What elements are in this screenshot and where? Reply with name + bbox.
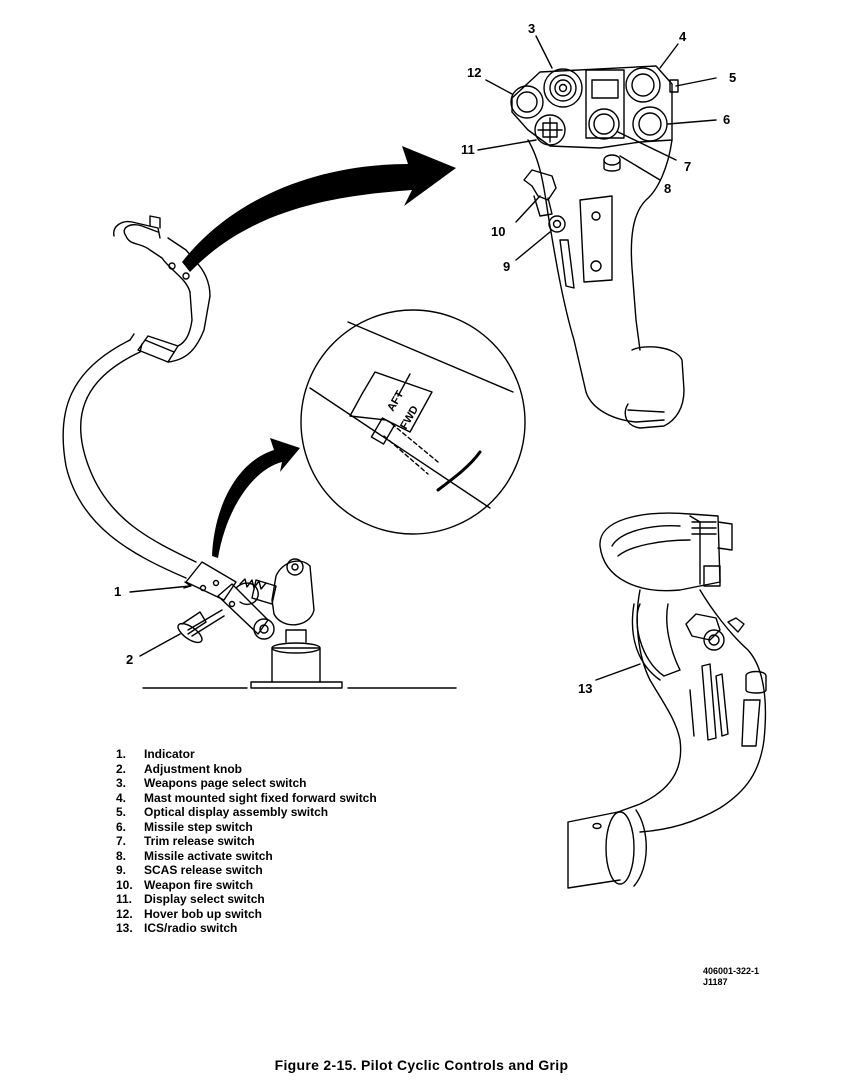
legend-item: 11. Display select switch: [116, 892, 377, 907]
callout-1: 1: [114, 584, 122, 599]
legend-num: 13.: [116, 921, 133, 935]
legend-item: 3. Weapons page select switch: [116, 776, 377, 791]
legend-num: 1.: [116, 747, 127, 761]
legend-num: 5.: [116, 805, 127, 819]
cyclic-stick-assembly: [62, 215, 457, 689]
callout-9: 9: [503, 259, 511, 274]
legend-num: 6.: [116, 819, 127, 834]
grip-side-view: [567, 512, 767, 889]
legend-item: 6. Missile step switch: [116, 820, 377, 835]
legend-text: Weapon fire switch: [144, 877, 254, 892]
legend-item: 5. Optical display assembly switch: [116, 805, 377, 820]
drawing-ref-code: J1187: [703, 977, 728, 987]
legend-num: 7.: [116, 834, 127, 848]
callout-12: 12: [467, 65, 482, 80]
legend-item: 7. Trim release switch: [116, 834, 377, 849]
detail-arrow-indicator: [212, 438, 300, 558]
drawing-ref-number: 406001-322-1: [703, 966, 760, 976]
callout-4: 4: [679, 29, 687, 44]
legend-item: 12. Hover bob up switch: [116, 907, 377, 922]
legend-text: Display select switch: [144, 892, 265, 906]
legend-item: 2. Adjustment knob: [116, 762, 377, 777]
detail-arrow-grip: [182, 146, 456, 272]
callout-10: 10: [491, 224, 506, 239]
indicator-detail: [300, 309, 526, 535]
legend-item: 9. SCAS release switch: [116, 863, 377, 878]
legend-text: Missile activate switch: [144, 848, 273, 863]
legend-text: ICS/radio switch: [144, 921, 238, 935]
legend-text: Missile step switch: [144, 819, 253, 834]
legend-text: Weapons page select switch: [144, 776, 307, 790]
legend-num: 12.: [116, 906, 133, 921]
legend-num: 11.: [116, 892, 133, 906]
legend-item: 13. ICS/radio switch: [116, 921, 377, 936]
legend-num: 4.: [116, 790, 127, 805]
leader-lines: [129, 35, 717, 681]
callout-11: 11: [461, 142, 475, 157]
figure-caption: Figure 2-15. Pilot Cyclic Controls and G…: [274, 1057, 569, 1073]
aft-label: AFT: [385, 389, 406, 414]
legend-item: 1. Indicator: [116, 747, 377, 762]
callout-2: 2: [126, 652, 134, 667]
grip-top-view: [510, 65, 685, 429]
legend-num: 2.: [116, 761, 127, 776]
callout-3: 3: [528, 21, 536, 36]
legend-text: Indicator: [144, 747, 195, 761]
legend-text: Optical display assembly switch: [144, 805, 329, 819]
legend-item: 10. Weapon fire switch: [116, 878, 377, 893]
legend-list: 1. Indicator 2. Adjustment knob 3. Weapons …: [116, 747, 377, 936]
legend-num: 9.: [116, 863, 127, 877]
legend-text: Mast mounted sight fixed forward switch: [144, 790, 377, 805]
legend-text: Hover bob up switch: [144, 906, 263, 921]
legend-num: 8.: [116, 848, 127, 863]
legend-item: 4. Mast mounted sight fixed forward switc…: [116, 791, 377, 806]
legend-num: 3.: [116, 776, 127, 790]
legend-text: SCAS release switch: [144, 863, 263, 877]
legend-text: Trim release switch: [144, 834, 255, 848]
callout-7: 7: [684, 159, 692, 174]
callout-6: 6: [723, 112, 731, 127]
callout-5: 5: [729, 70, 737, 85]
legend-num: 10.: [116, 877, 133, 892]
callout-13: 13: [578, 681, 593, 696]
legend-item: 8. Missile activate switch: [116, 849, 377, 864]
legend-text: Adjustment knob: [144, 761, 242, 776]
callout-8: 8: [664, 181, 672, 196]
